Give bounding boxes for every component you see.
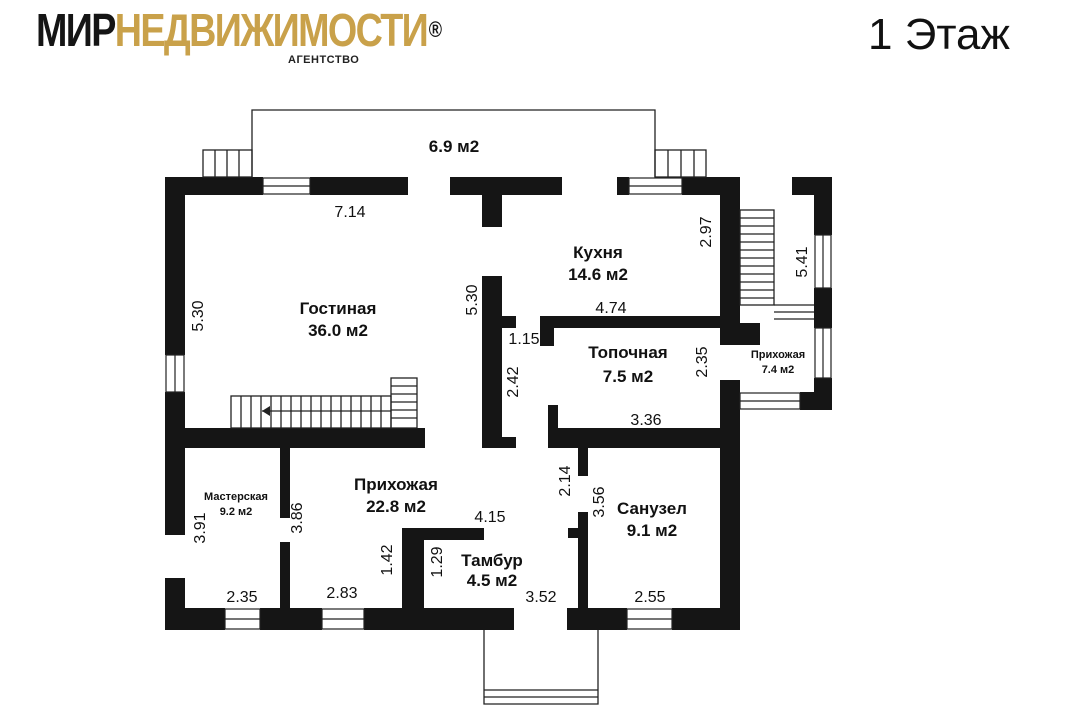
wall (502, 316, 516, 328)
dim-255: 2.55 (634, 589, 665, 606)
dim-297: 2.97 (698, 216, 715, 247)
wall (720, 323, 740, 345)
wall (720, 177, 740, 323)
wall (578, 512, 588, 630)
registered-icon: ® (428, 17, 442, 42)
brand-part1: МИР (36, 4, 116, 56)
wall (482, 276, 502, 448)
walls (165, 177, 832, 630)
dim-541: 5.41 (794, 246, 811, 277)
wall (165, 608, 225, 630)
dimension-labels: 7.14 5.30 5.30 2.97 5.41 4.74 1.15 2.42 … (190, 204, 811, 606)
wall (310, 177, 408, 195)
dim-336: 3.36 (630, 412, 661, 429)
dim-142: 1.42 (379, 544, 396, 575)
dim-474: 4.74 (595, 300, 626, 317)
floor-title: 1 Этаж (868, 10, 1010, 59)
wall (578, 448, 588, 476)
wall (165, 177, 185, 355)
wall (450, 177, 562, 195)
dim-235-workshop: 2.35 (226, 589, 257, 606)
wall (814, 177, 832, 235)
kitchen-name: Кухня (573, 243, 623, 262)
wall (280, 448, 290, 518)
wall (740, 323, 760, 345)
wall (402, 528, 424, 608)
living-area: 36.0 м2 (308, 321, 368, 340)
wall (165, 392, 185, 535)
wall (364, 608, 514, 630)
bathroom-name: Санузел (617, 499, 687, 518)
wall (548, 428, 720, 448)
wall (482, 195, 502, 227)
thin-lines (202, 109, 814, 705)
hall-small-name: Прихожая (751, 349, 805, 361)
vestibule-name: Тамбур (461, 551, 523, 570)
dim-386: 3.86 (289, 502, 306, 533)
windows (165, 177, 832, 630)
workshop-area: 9.2 м2 (220, 506, 253, 518)
wall (185, 428, 425, 448)
living-name: Гостиная (300, 299, 377, 318)
wall (540, 316, 720, 328)
kitchen-area: 14.6 м2 (568, 265, 628, 284)
room-labels: 6.9 м2 Гостиная 36.0 м2 Кухня 14.6 м2 То… (204, 137, 805, 590)
dim-714: 7.14 (334, 204, 365, 221)
wall (567, 608, 627, 630)
wall (814, 288, 832, 328)
brand-name: МИРНЕДВИЖИМОСТИ® (36, 2, 442, 58)
wall (800, 392, 832, 410)
wall (720, 380, 740, 630)
terrace-outline (251, 109, 656, 177)
dim-115: 1.15 (508, 331, 539, 348)
agency-logo: МИРНЕДВИЖИМОСТИ® АГЕНТСТВО (36, 2, 442, 72)
vestibule-area: 4.5 м2 (467, 571, 517, 590)
wall (548, 405, 558, 448)
arrow-head-icon (262, 406, 270, 416)
boiler-name: Топочная (588, 343, 667, 362)
bathroom-area: 9.1 м2 (627, 521, 677, 540)
dim-242: 2.42 (505, 366, 522, 397)
brand-subtitle: АГЕНТСТВО (288, 54, 360, 66)
dim-530-center: 5.30 (464, 284, 481, 315)
porch-steps (483, 630, 599, 705)
dim-391: 3.91 (192, 512, 209, 543)
dim-352: 3.52 (525, 589, 556, 606)
wall (280, 542, 290, 608)
hall-area: 22.8 м2 (366, 497, 426, 516)
terrace-area: 6.9 м2 (429, 137, 479, 156)
wall (165, 177, 263, 195)
wall (540, 316, 554, 346)
dim-129: 1.29 (429, 546, 446, 577)
dim-235-boiler: 2.35 (694, 346, 711, 377)
wall (568, 528, 578, 538)
dim-214: 2.14 (557, 465, 574, 496)
dim-530-left: 5.30 (190, 300, 207, 331)
wall (502, 437, 516, 448)
dim-356: 3.56 (591, 486, 608, 517)
workshop-name: Мастерская (204, 491, 268, 503)
brand-part2: НЕДВИЖИМОСТИ (114, 4, 429, 56)
dim-283: 2.83 (326, 585, 357, 602)
hall-name: Прихожая (354, 475, 438, 494)
dim-415: 4.15 (474, 509, 505, 526)
boiler-area: 7.5 м2 (603, 367, 653, 386)
wall (617, 177, 629, 195)
wall (260, 608, 322, 630)
hall-small-area: 7.4 м2 (762, 364, 795, 376)
